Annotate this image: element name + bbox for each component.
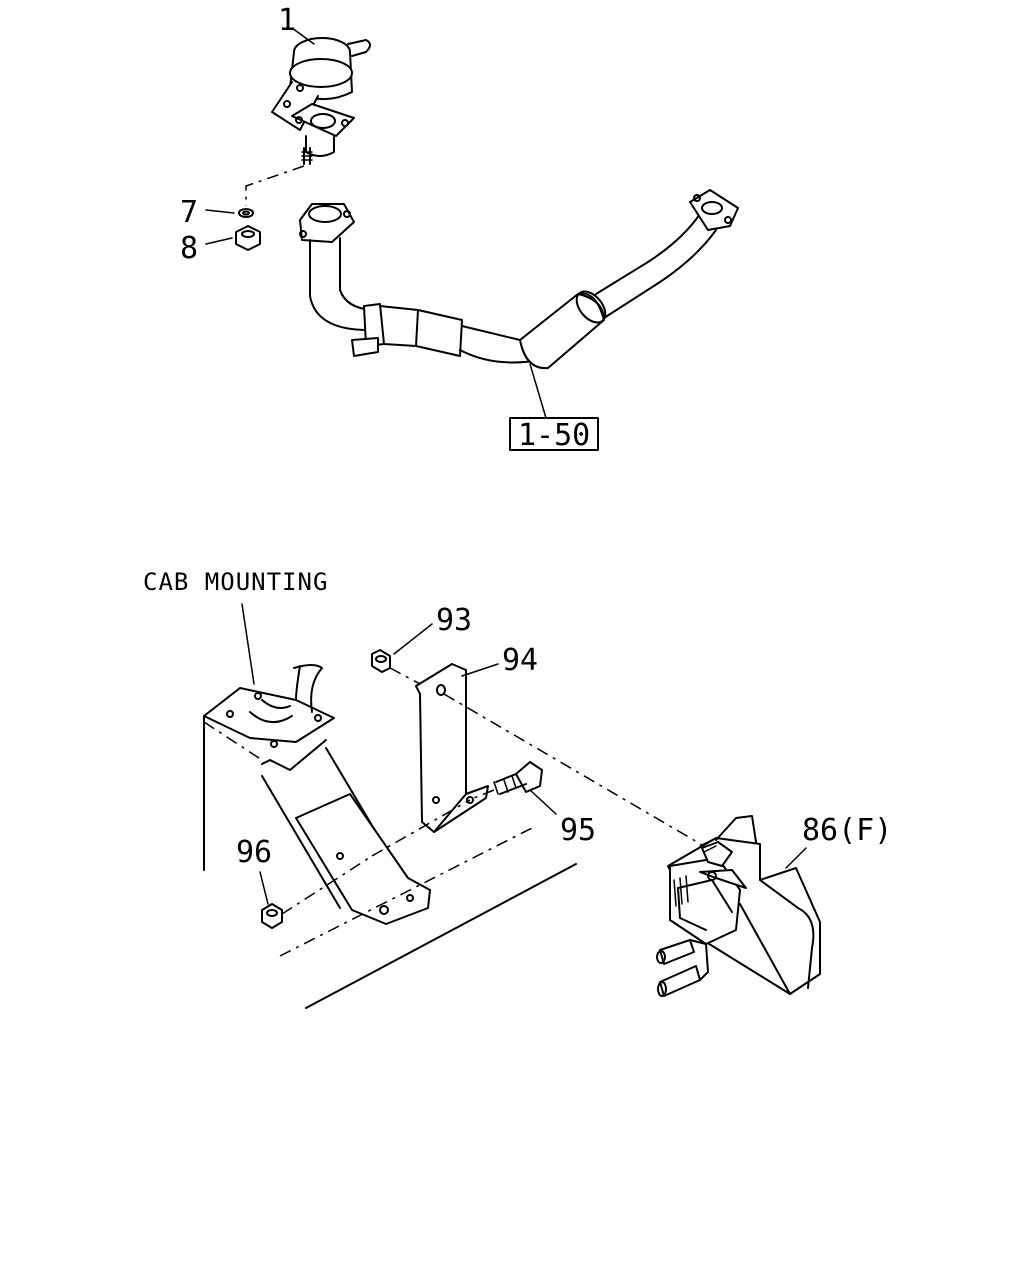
part-93-nut: 93 xyxy=(371,603,472,673)
part-8-nut: 8 xyxy=(180,225,261,266)
callout-93: 93 xyxy=(436,603,472,638)
part-86f-module: 86(F) xyxy=(656,813,892,997)
callout-94: 94 xyxy=(502,643,538,678)
cab-mounting-note: CAB MOUNTING xyxy=(143,568,328,596)
part-94-bracket: 94 xyxy=(415,643,538,833)
callout-96: 96 xyxy=(236,835,272,870)
part-95-bolt: 95 xyxy=(493,761,596,848)
part-7-washer: 7 xyxy=(180,195,254,230)
ref-1-50-label: 1-50 xyxy=(518,418,590,453)
callout-1: 1 xyxy=(278,3,296,38)
callout-7: 7 xyxy=(180,195,198,230)
callout-8: 8 xyxy=(180,231,198,266)
cab-mounting-bracket: CAB MOUNTING xyxy=(143,568,577,1009)
callout-86f: 86(F) xyxy=(802,813,892,848)
part-1-valve-actuator: 1 xyxy=(271,3,371,165)
exhaust-pipe-assembly: 1-50 xyxy=(299,189,739,453)
callout-95: 95 xyxy=(560,813,596,848)
part-96-nut: 96 xyxy=(236,835,283,929)
ref-box-frame xyxy=(509,417,599,451)
